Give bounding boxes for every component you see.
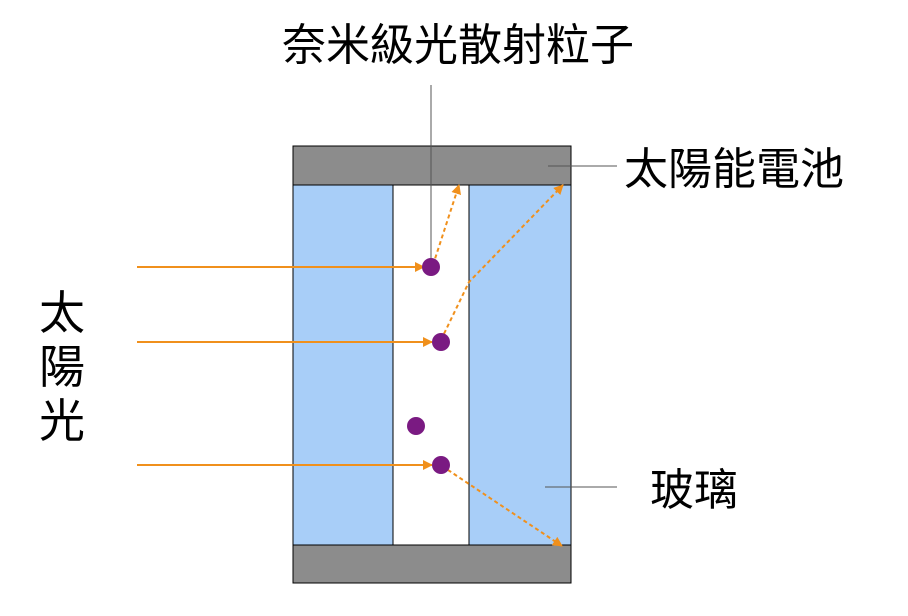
particles-label: 奈米級光散射粒子 xyxy=(282,20,634,71)
nano-particle-1 xyxy=(422,258,440,276)
sunlight-label-char-3: 光 xyxy=(39,394,85,448)
sunlight-label-char-2: 陽 xyxy=(39,340,85,394)
left-glass-pane xyxy=(292,184,394,546)
nano-particle-2 xyxy=(432,333,450,351)
solar-cell-label: 太陽能電池 xyxy=(624,144,844,195)
right-glass-pane xyxy=(468,184,572,546)
scattered-ray-3 xyxy=(441,465,563,547)
nano-particle-3 xyxy=(407,417,425,435)
nano-particle-4 xyxy=(432,456,450,474)
sunlight-label-char-1: 太 xyxy=(39,286,85,340)
top-solar-cell xyxy=(292,145,572,186)
scattered-ray-2 xyxy=(440,184,564,341)
scattered-ray-1 xyxy=(432,184,461,266)
bottom-solar-cell xyxy=(292,544,572,584)
glass-label: 玻璃 xyxy=(650,465,738,516)
